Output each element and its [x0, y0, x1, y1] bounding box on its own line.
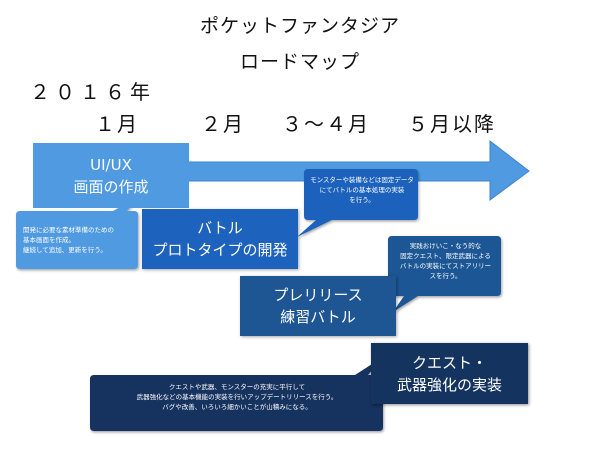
callout-battle-line: にてバトルの基本処理の実装 [319, 186, 405, 194]
phase-battle-subtitle: プロトタイプの開発 [152, 241, 288, 259]
callout-ui-shape [16, 197, 138, 269]
callout-quest-line: バグや改善、いろいろ細かいことが山積みになる。 [162, 403, 312, 411]
month-march-april: ３〜４月 [282, 112, 370, 136]
callout-battle-text: モンスターや装備などは固定データ にてバトルの基本処理の実装 を行う。 [308, 175, 416, 205]
phase-prerelease-subtitle: 練習バトル [280, 308, 356, 326]
callout-quest-line: クエストや武器、モンスターの充実に平行して [168, 383, 306, 391]
phase-battle-title: バトル [197, 219, 243, 237]
callout-prerelease-shape [388, 236, 501, 312]
callout-battle-line: を行う。 [349, 196, 375, 204]
page-title: ポケットファンタジア [199, 15, 400, 37]
month-may-onward: ５月以降 [408, 112, 496, 136]
callout-battle-shape [297, 169, 418, 237]
phase-quest-subtitle: 武器強化の実装 [396, 375, 502, 394]
callout-quest-text: クエストや武器、モンスターの充実に平行して 武器強化などの基本機能の実装を行いア… [92, 382, 382, 412]
phase-quest-box: クエスト・ 武器強化の実装 [371, 343, 528, 404]
callout-ui-line: 基本画面を作成。 [23, 236, 75, 244]
callout-quest-shape [90, 357, 383, 431]
phase-ui-subtitle: 画面の作成 [73, 177, 149, 196]
phase-ui-title: UI/UX [90, 155, 132, 174]
month-february: ２月 [201, 112, 245, 136]
callout-prerelease-line: 実践おけいこ・なう的な [409, 242, 482, 250]
callout-quest-line: 武器強化などの基本機能の実装を行いアップデートリリースを行う。 [136, 393, 338, 401]
phase-ui-box: UI/UX 画面の作成 [33, 143, 189, 208]
phase-battle-box: バトル プロトタイプの開発 [142, 209, 298, 269]
callout-prerelease-line: バトルの実装にてストアリリー [399, 262, 492, 270]
callout-ui-line: 継続して追加、更新を行う。 [23, 246, 107, 254]
page-subtitle: ロードマップ [239, 51, 360, 73]
phase-prerelease-title: プレリリース [273, 286, 363, 304]
callout-ui-line: 開発に必要な素材準備のための [23, 226, 114, 234]
phase-quest-title: クエスト・ [411, 353, 487, 372]
month-january: １月 [95, 112, 139, 136]
phase-prerelease-box: プレリリース 練習バトル [240, 276, 396, 336]
callout-ui-text: 開発に必要な素材準備のための 基本画面を作成。 継続して追加、更新を行う。 [23, 225, 114, 255]
year-label: ２０１６年 [30, 80, 155, 104]
callout-battle-line: モンスターや装備などは固定データ [310, 176, 414, 184]
callout-prerelease-line: スを行う。 [429, 272, 462, 280]
callout-prerelease-text: 実践おけいこ・なう的な 固定クエスト、限定武器による バトルの実装にてストアリリ… [392, 241, 499, 281]
callout-prerelease-line: 固定クエスト、限定武器による [400, 252, 491, 260]
